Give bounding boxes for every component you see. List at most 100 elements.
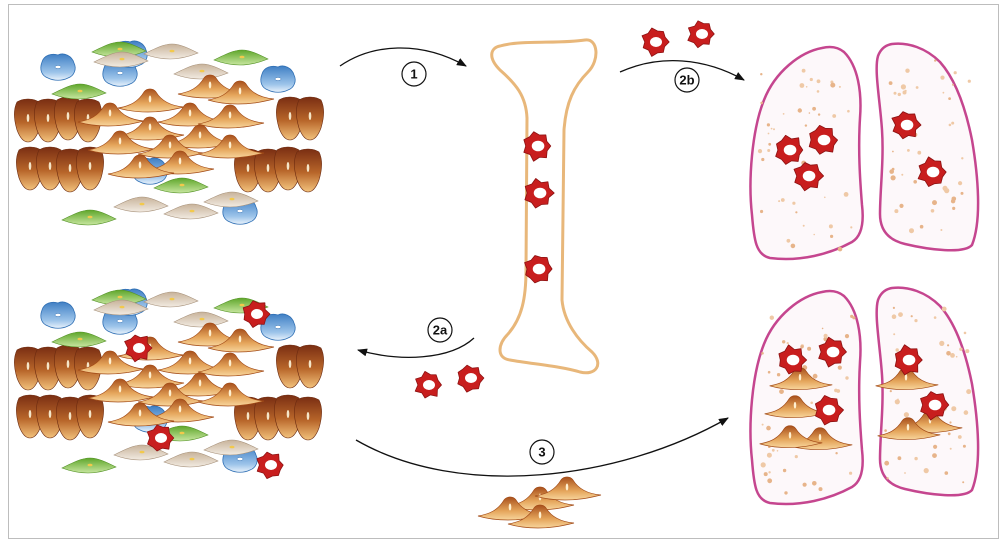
- lung-speckle: [959, 347, 963, 351]
- lung-speckle: [909, 228, 914, 234]
- lung-speckle: [891, 314, 897, 320]
- lung-speckle: [812, 106, 816, 111]
- lung-speckle: [962, 444, 966, 448]
- lung-speckle: [892, 306, 896, 309]
- tumor-cell-bone-0: [523, 131, 552, 162]
- lung-speckle: [894, 399, 900, 405]
- arrow-step-1: [339, 47, 467, 67]
- lung-speckle: [884, 460, 890, 466]
- lung-speckle: [799, 83, 805, 88]
- lung-speckle: [849, 471, 853, 475]
- lung-speckle: [761, 423, 764, 426]
- tumor-cell-primary-0: [242, 300, 271, 328]
- lung-speckle: [950, 353, 955, 358]
- lung-speckle: [786, 342, 789, 345]
- lung-speckle: [914, 456, 918, 461]
- step-3-label: 3: [538, 445, 545, 460]
- lung-speckle: [780, 198, 785, 202]
- lung-speckle: [837, 365, 842, 370]
- tumor-cell-lung-bottom-3: [894, 344, 923, 376]
- lung-speckle: [770, 127, 773, 130]
- lung-speckle: [923, 468, 929, 474]
- fibroblast-2: [117, 88, 185, 113]
- lung-speckle: [821, 327, 824, 330]
- lung-speckle: [769, 315, 774, 320]
- mesenchymal-cell-green-3: [153, 177, 209, 194]
- lung-speckle: [817, 113, 821, 116]
- lung-bottom-right: [875, 286, 980, 497]
- tumor-cell-lung-top-2: [793, 162, 825, 192]
- lung-speckle: [790, 243, 796, 249]
- lung-speckle: [813, 233, 815, 236]
- lung-speckle: [888, 81, 893, 85]
- step-2b-label: 2b: [679, 73, 694, 88]
- tumor-cell-lung-top-0: [775, 134, 804, 165]
- lung-speckle: [837, 246, 843, 252]
- keratinocyte-9: [76, 394, 104, 439]
- mesenchymal-cell-green-1: [213, 49, 269, 66]
- lung-speckle: [782, 340, 786, 344]
- mesenchymal-cell-green-2: [51, 83, 107, 100]
- lung-speckle: [843, 192, 849, 197]
- keratinocyte-5: [296, 96, 324, 141]
- lung-speckle: [946, 351, 951, 356]
- tumor-cell-lung-bottom-0: [778, 344, 808, 375]
- mesenchymal-cell-blue-2: [260, 65, 296, 93]
- lung-speckle: [795, 211, 798, 214]
- lung-speckle: [953, 71, 957, 75]
- fibroblast-5: [197, 104, 265, 129]
- lung-speckle: [913, 180, 917, 184]
- lung-speckle: [900, 84, 907, 90]
- lung-speckle: [792, 201, 796, 205]
- lung-speckle: [914, 319, 918, 323]
- keratinocyte-13: [294, 148, 322, 193]
- lung-speckle: [955, 355, 958, 358]
- lung-speckle: [766, 123, 771, 127]
- lung-speckle: [917, 150, 922, 155]
- lung-speckle: [809, 77, 813, 82]
- lung-speckle: [960, 191, 964, 195]
- lung-speckle: [835, 452, 838, 455]
- lung-speckle: [894, 209, 899, 214]
- lung-speckle: [760, 209, 764, 214]
- arrow-step-2a: [357, 337, 475, 358]
- tumor-cell-circulating-2a-0: [414, 371, 442, 399]
- migrating-stromal-cells: [477, 476, 602, 529]
- lung-speckle: [768, 142, 772, 146]
- lung-speckle: [800, 345, 804, 349]
- fibroblast-1: [207, 328, 275, 353]
- migrating-fibroblast-2: [477, 496, 545, 521]
- tumor-cell-lung-bottom-1: [818, 336, 847, 368]
- fibroblast-10: [197, 134, 265, 159]
- mesenchymal-cell-green-4: [61, 209, 117, 226]
- lung-speckle: [810, 401, 813, 405]
- fibroblast-11: [147, 150, 215, 175]
- mesenchymal-cell-green-4: [61, 457, 117, 474]
- mesenchymal-cell-beige-4: [203, 439, 259, 456]
- keratinocyte-13: [294, 396, 322, 441]
- step-3-badge: 3: [529, 439, 555, 465]
- mesenchymal-cell-green-2: [51, 331, 107, 348]
- lung-speckle: [892, 150, 894, 153]
- tumor-cell-primary-1: [124, 334, 153, 363]
- lung-speckle: [890, 175, 896, 181]
- lung-speckle: [904, 89, 907, 92]
- lung-speckle: [903, 412, 910, 418]
- fibroblast-9: [137, 382, 205, 407]
- keratinocyte-5: [296, 344, 324, 389]
- lung-speckle: [957, 435, 962, 439]
- lung-speckle: [934, 59, 937, 62]
- lung-speckle: [948, 123, 952, 127]
- lung-speckle: [940, 75, 945, 80]
- lung-speckle: [951, 406, 957, 412]
- lung-speckle: [760, 101, 763, 105]
- lung-speckle: [824, 196, 826, 199]
- mesenchymal-cell-blue-2: [260, 313, 296, 341]
- lung-top-right: [875, 42, 980, 252]
- tumor-cell-lung-bottom-4: [920, 391, 950, 421]
- lung-fibroblast-0: [769, 367, 833, 390]
- lung-speckle: [893, 91, 897, 95]
- lung-speckle: [898, 312, 903, 317]
- arrow-step-3: [355, 417, 729, 477]
- lung-speckle: [852, 316, 856, 320]
